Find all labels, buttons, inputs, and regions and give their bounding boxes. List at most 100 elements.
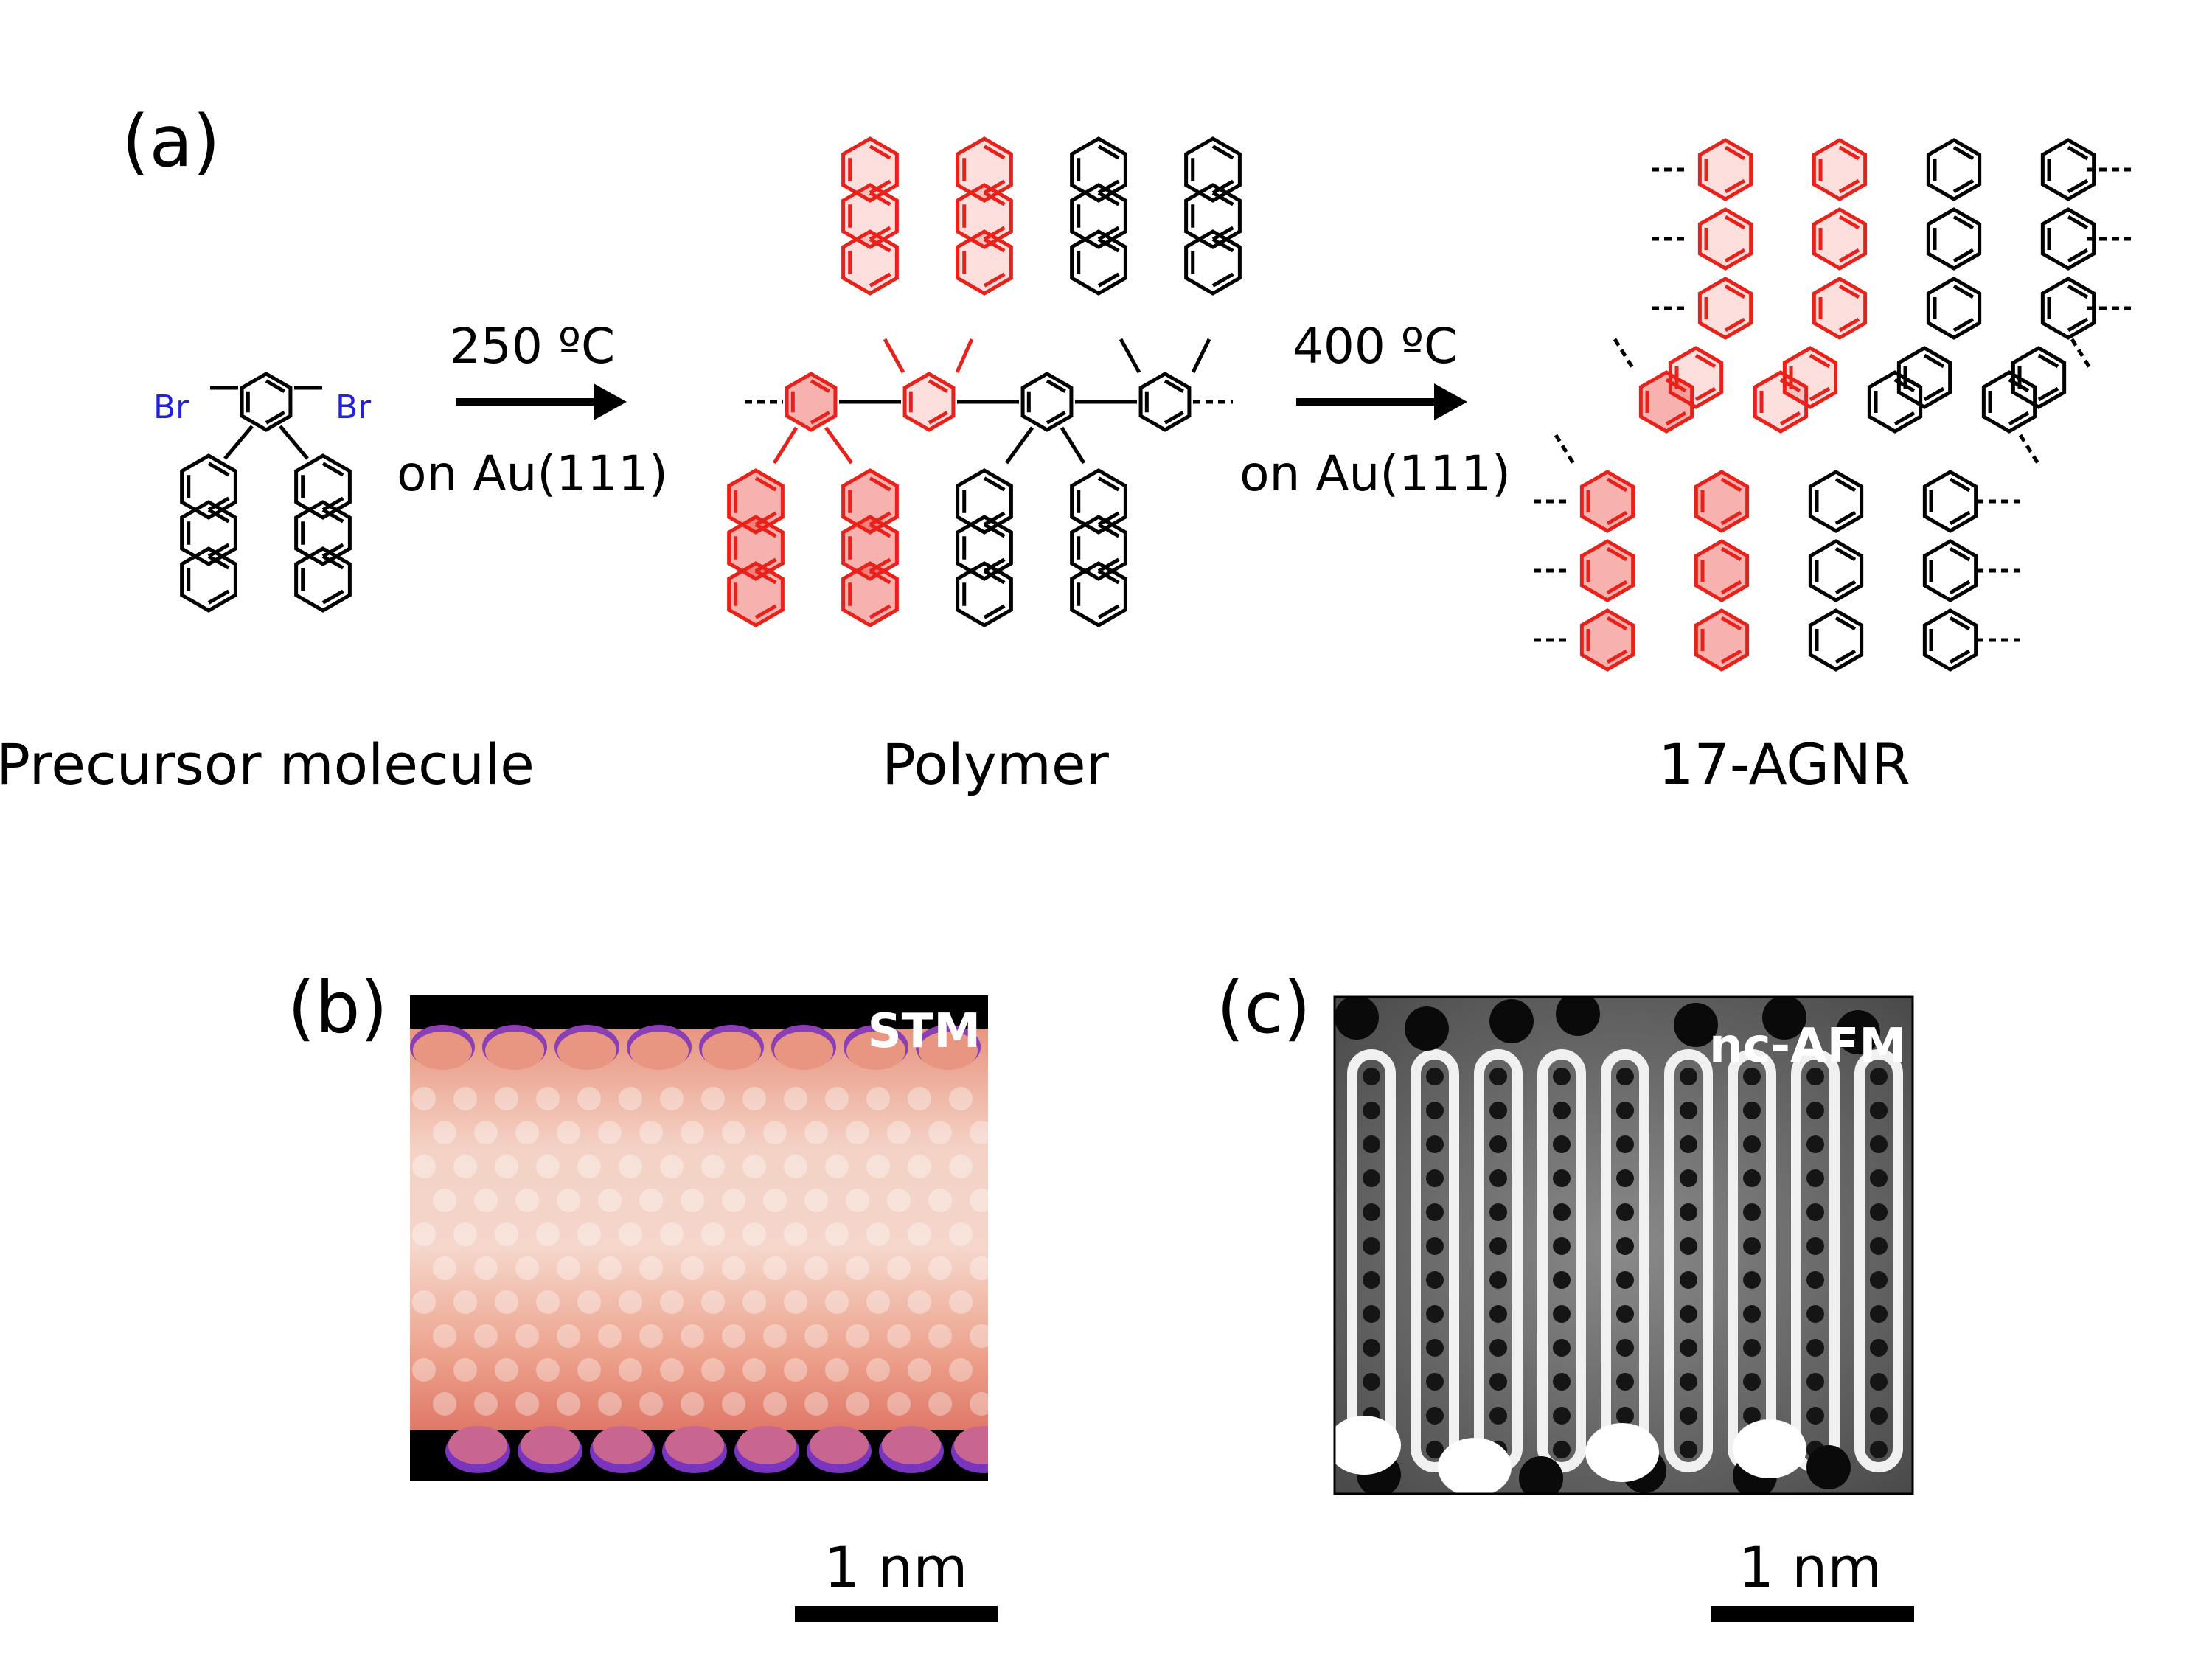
stm-bottom-edge (445, 1426, 988, 1473)
double-bond (983, 604, 1006, 619)
double-bond (321, 543, 344, 558)
stm-feature (949, 1290, 973, 1314)
double-bond (1097, 237, 1120, 253)
step1-substrate: on Au(111) (397, 445, 668, 502)
stm-feature (970, 1324, 988, 1348)
step2-substrate: on Au(111) (1239, 445, 1511, 502)
double-bond (1097, 272, 1120, 288)
afm-pore (1363, 1271, 1380, 1289)
double-bond (1949, 477, 1971, 493)
afm-scalebar (1711, 1606, 1914, 1622)
stm-feature (681, 1189, 704, 1212)
afm-pore (1616, 1135, 1634, 1153)
double-bond (983, 569, 1006, 585)
stm-feature (887, 1392, 911, 1416)
afm-pore (1426, 1339, 1444, 1357)
double-bond (1164, 411, 1184, 425)
bond (1613, 338, 1635, 370)
stm-edge-lobe (810, 1426, 869, 1464)
stm-edge-lobe (919, 1032, 978, 1070)
stm-feature (825, 1087, 849, 1110)
double-bond (1720, 510, 1742, 526)
polymer-backbone-ring (1020, 372, 1074, 432)
stm-feature (577, 1222, 601, 1246)
anthracene-ring (956, 561, 1013, 627)
afm-pore (1426, 1135, 1444, 1153)
bond (1119, 338, 1141, 374)
afm-pore (1680, 1373, 1697, 1391)
double-bond (1724, 215, 1746, 230)
bond (1004, 426, 1034, 465)
agnr-ring (2040, 276, 2096, 340)
afm-pore (1870, 1169, 1888, 1187)
stm-texture (412, 1087, 988, 1416)
anthracene-ring (294, 546, 352, 613)
stm-feature (433, 1392, 456, 1416)
stm-feature (970, 1392, 988, 1416)
double-bond (1834, 580, 1857, 595)
stm-feature (681, 1121, 704, 1144)
stm-edge-lobe (630, 1032, 689, 1070)
stm-feature (453, 1358, 477, 1382)
stm-feature (784, 1358, 807, 1382)
anthracene-ring (1184, 183, 1242, 249)
bond (883, 338, 905, 374)
double-bond (207, 554, 230, 570)
stm-feature (701, 1155, 725, 1178)
stm-feature (660, 1155, 684, 1178)
afm-pore (1489, 1373, 1507, 1391)
double-bond (1164, 379, 1184, 393)
bond (1191, 338, 1211, 374)
afm-pore (1489, 1407, 1507, 1425)
stm-feature (804, 1189, 828, 1212)
afm-image (1335, 997, 1913, 1494)
double-bond (1606, 477, 1628, 493)
double-bond (1097, 523, 1120, 538)
anthracene-ring (1184, 229, 1242, 296)
panel-b-label: (b) (288, 967, 388, 1049)
afm-pore (1553, 1203, 1571, 1221)
stm-feature (536, 1155, 560, 1178)
agnr-ring (1922, 470, 1978, 533)
stm-feature (722, 1121, 745, 1144)
agnr-ring (1981, 370, 2037, 434)
stm-feature (515, 1256, 539, 1280)
stm-edge-lobe (665, 1426, 724, 1464)
step1-temperature: 250 ºC (450, 318, 615, 375)
double-bond (1211, 237, 1234, 253)
stm-feature (722, 1392, 745, 1416)
anthracene-ring (1070, 183, 1127, 249)
agnr-bonds (1534, 138, 2131, 672)
anthracene-ring (180, 546, 237, 613)
double-bond (1893, 378, 1916, 393)
stm-feature (908, 1222, 931, 1246)
double-bond (1838, 317, 1860, 333)
afm-pore (1870, 1068, 1888, 1085)
double-bond (983, 476, 1006, 492)
double-bond (869, 179, 891, 195)
afm-pore (1616, 1339, 1634, 1357)
bond (2018, 434, 2041, 466)
stm-feature (412, 1222, 436, 1246)
afm-pore (1743, 1203, 1761, 1221)
bond (955, 338, 974, 374)
stm-feature (412, 1087, 436, 1110)
stm-feature (804, 1392, 828, 1416)
double-bond (1952, 284, 1975, 299)
double-bond (2008, 411, 2030, 426)
anthracene-ring (1070, 136, 1127, 203)
double-bond (1952, 145, 1975, 161)
afm-pore (1680, 1305, 1697, 1323)
stm-feature (681, 1256, 704, 1280)
stm-feature (722, 1256, 745, 1280)
double-bond (1834, 477, 1857, 493)
double-bond (810, 379, 830, 393)
stm-feature (577, 1358, 601, 1382)
double-bond (1923, 353, 1945, 369)
afm-pore (1680, 1407, 1697, 1425)
stm-feature (928, 1256, 952, 1280)
afm-pore (1426, 1373, 1444, 1391)
stm-feature (949, 1155, 973, 1178)
double-bond (1893, 411, 1916, 426)
stm-edge-lobe (774, 1032, 833, 1070)
